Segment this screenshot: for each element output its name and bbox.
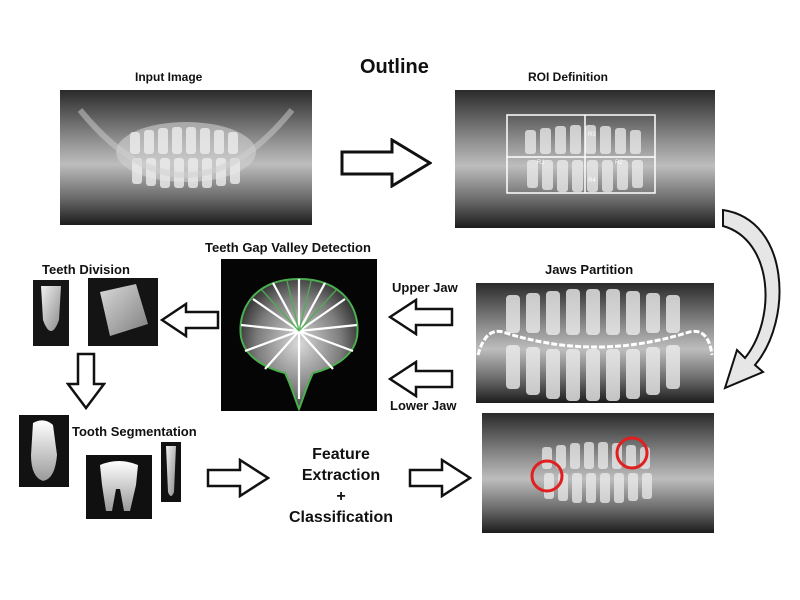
input-panoramic-xray <box>60 90 312 225</box>
extraction-text: Extraction <box>301 467 381 484</box>
arrow-down-icon <box>66 352 106 410</box>
highlight-circle-right <box>615 436 649 470</box>
jaws-partition-label: Jaws Partition <box>545 262 634 277</box>
classification-text: Classification <box>288 509 394 526</box>
input-image-label: Input Image <box>135 70 203 84</box>
arrow-left-upper-icon <box>388 298 454 336</box>
jaws-partition-xray <box>476 283 714 403</box>
curved-arrow-icon <box>722 208 781 390</box>
diagram-title: Outline <box>360 56 429 78</box>
roi-grid <box>506 114 656 194</box>
highlight-circle-left <box>530 459 564 493</box>
roi-region-r1: R1 <box>537 160 545 166</box>
segmented-tooth-1 <box>19 415 69 487</box>
feature-text: Feature <box>312 446 370 463</box>
teeth-gap-valley-detection-label: Teeth Gap Valley Detection <box>205 240 371 255</box>
plus-text: + <box>336 488 346 505</box>
gap-valley-image <box>221 259 377 411</box>
roi-definition-label: ROI Definition <box>528 70 608 84</box>
segmented-tooth-3 <box>161 442 181 502</box>
roi-region-r2: R2 <box>615 160 623 166</box>
roi-region-r4: R4 <box>588 178 596 184</box>
segmented-tooth-2 <box>86 455 152 519</box>
arrow-left-division-icon <box>160 302 220 338</box>
divided-tooth-2 <box>88 278 158 346</box>
classification-result-xray <box>482 413 714 533</box>
jaw-separation-curve <box>476 329 714 356</box>
roi-region-r3: R3 <box>588 132 596 138</box>
teeth-division-label: Teeth Division <box>42 262 130 277</box>
arrow-right-icon <box>340 138 432 188</box>
lower-jaw-label: Lower Jaw <box>390 398 457 413</box>
tooth-segmentation-label: Tooth Segmentation <box>72 424 197 439</box>
upper-jaw-label: Upper Jaw <box>392 280 458 295</box>
arrow-left-lower-icon <box>388 360 454 398</box>
arrow-right-result-icon <box>408 458 472 498</box>
divided-tooth-1 <box>33 280 69 346</box>
gap-lines <box>240 279 358 399</box>
roi-panoramic-xray: R3 R1 R2 R4 <box>455 90 715 228</box>
arrow-right-feature-icon <box>206 458 270 498</box>
feature-extraction-classification-label: Feature Extraction + Classification <box>275 444 407 528</box>
